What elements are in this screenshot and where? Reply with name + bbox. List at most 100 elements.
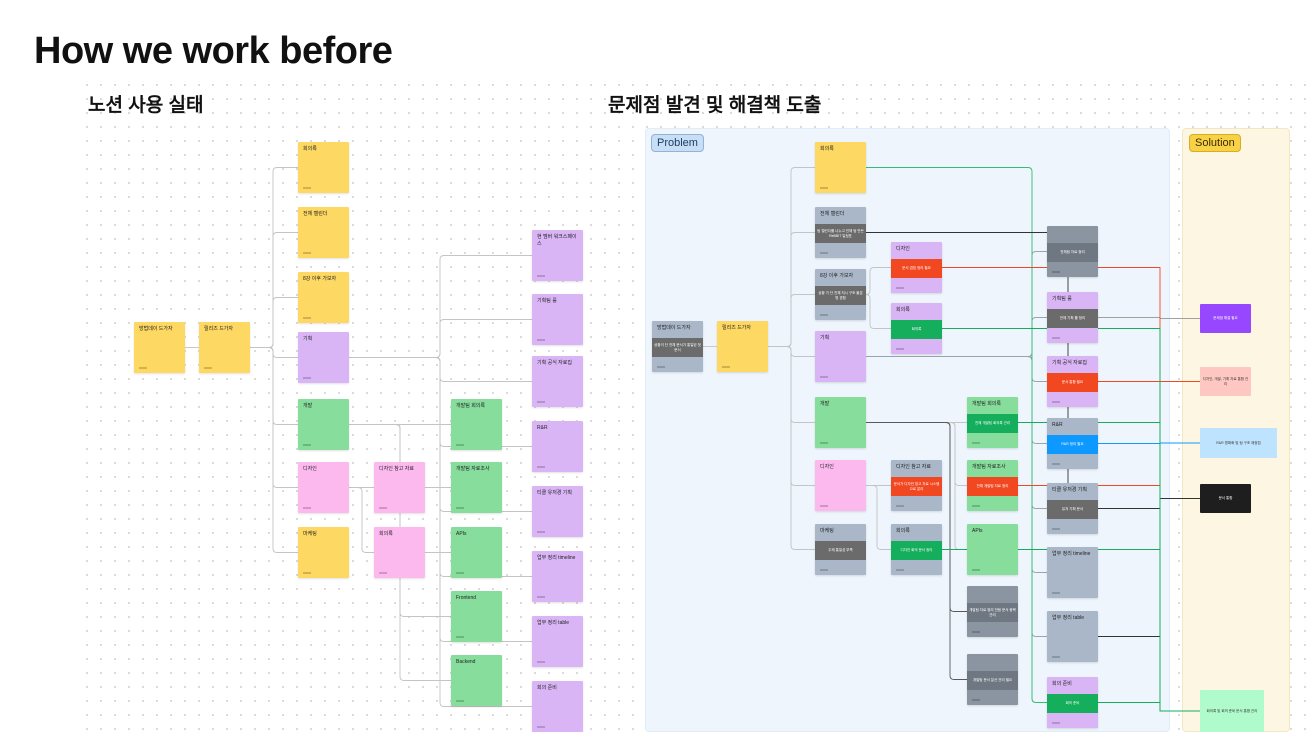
sticky-note-l-apis[interactable]: APIs [451, 527, 502, 578]
sticky-note-r-rel[interactable]: 릴리즈 드가자 [717, 321, 768, 372]
sticky-note-r-meet[interactable]: 회의록 [815, 142, 866, 193]
sticky-note-author [1052, 463, 1060, 465]
sticky-note-label: 개발 [303, 403, 313, 409]
sticky-note-l-meet[interactable]: 회의록 [298, 142, 349, 193]
sticky-note-comment: 팀 캘린더를 나누고 전체 팀 만든 ReBBIT 일정표 [815, 224, 866, 243]
sticky-note-author [303, 444, 311, 446]
sticky-note-l-prep[interactable]: 회의 준비 [532, 681, 583, 732]
sticky-note-author [972, 631, 980, 633]
sticky-note-author [456, 572, 464, 574]
sticky-note-label: 회의 준비 [1052, 681, 1072, 687]
sticky-note-label: 방법데이 드가자 [657, 325, 691, 331]
sticky-note-l-pdoc[interactable]: 기획 공식 자료집 [532, 356, 583, 407]
sticky-note-l-mkt[interactable]: 마케팅 [298, 527, 349, 578]
sticky-note-author [820, 314, 828, 316]
sticky-note-label: 업무 정리 table [537, 620, 570, 626]
sticky-note-label: 티클 유저경 기획 [1052, 487, 1087, 493]
sticky-note-author [537, 661, 545, 663]
sticky-note-author [722, 366, 730, 368]
sticky-note-comment: R&R 정리 필요 [1047, 435, 1098, 454]
sticky-note-label: 릴리즈 드가자 [204, 326, 233, 332]
sticky-note-l-devmeet[interactable]: 개발팀 회의록 [451, 399, 502, 450]
sticky-note-r-design[interactable]: 디자인 [815, 460, 866, 511]
connector-line [250, 347, 298, 425]
sticky-note-label: 전체 캘린더 [303, 211, 328, 217]
connector-line [768, 167, 815, 347]
sticky-note-author [1052, 337, 1060, 339]
solution-note-s4[interactable]: 문서 통합 [1200, 484, 1251, 513]
sticky-note-label: 8강 이후 가보자 [820, 273, 854, 279]
sticky-note-l-fe[interactable]: Frontend [451, 591, 502, 642]
sticky-note-r-plan[interactable]: 기획 [815, 331, 866, 382]
sticky-note-l-tb[interactable]: 업무 정리 table [532, 616, 583, 667]
solution-note-s2[interactable]: 디자인, 개발, 기획 자료 통합 관리 [1200, 367, 1251, 396]
solution-connector-line [1098, 442, 1200, 444]
sticky-note-r-d5[interactable]: 전체팀 자료 정리 [1047, 226, 1098, 277]
sticky-note-l-cal[interactable]: 전체 캘린더 [298, 207, 349, 258]
sticky-note-r-tl[interactable]: 업무 정리 timeline [1047, 547, 1098, 598]
sticky-note-l-dmeet[interactable]: 회의록 [374, 527, 425, 578]
sticky-note-r-tb[interactable]: 업무 정리 table [1047, 611, 1098, 662]
sticky-note-l-tl[interactable]: 업무 정리 timeline [532, 551, 583, 602]
sticky-note-author [537, 531, 545, 533]
sticky-note-author [820, 442, 828, 444]
sticky-note-author [1052, 401, 1060, 403]
sticky-note-l-design[interactable]: 디자인 [298, 462, 349, 513]
sticky-note-l-rnr[interactable]: R&R [532, 421, 583, 472]
sticky-note-author [303, 252, 311, 254]
solution-connector-line [1018, 381, 1200, 486]
sticky-note-l-plan[interactable]: 기획 [298, 332, 349, 383]
sticky-note-r-apis[interactable]: APIs [967, 524, 1018, 575]
sticky-note-author [1052, 592, 1060, 594]
sticky-note-comment: 주제 통일성 부족 [815, 541, 866, 560]
sticky-note-r-d4[interactable]: 개발팀 문서 분산 관리 필요 [967, 654, 1018, 705]
sticky-note-comment: 전체 개발팀 회의록 관리 [967, 414, 1018, 433]
right-section-title: 문제점 발견 및 해결책 도출 [608, 95, 822, 116]
connector-line [866, 485, 891, 550]
sticky-note-author [303, 377, 311, 379]
sticky-note-l-dev[interactable]: 개발 [298, 399, 349, 450]
sticky-note-comment: 회의록 [891, 320, 942, 339]
sticky-note-l-be[interactable]: Backend [451, 655, 502, 706]
solution-note-s3[interactable]: R&R 명확화 및 팀 구조 재정립 [1200, 428, 1277, 458]
sticky-note-l-devres[interactable]: 개발팀 자료조사 [451, 462, 502, 513]
sticky-note-author [456, 507, 464, 509]
connector-line [349, 319, 532, 358]
sticky-note-author [379, 572, 387, 574]
sticky-note-author [972, 699, 980, 701]
sticky-note-r-d3[interactable]: 개발팀 자료 정리 안됨 문서 중복 관리 [967, 586, 1018, 637]
solution-note-s1[interactable]: 문제점 해결 필요 [1200, 304, 1251, 333]
solution-note-s5[interactable]: 회의록 및 회의 준비 문서 통합 관리 [1200, 690, 1264, 732]
connector-line [250, 347, 298, 553]
sticky-note-label: 디자인 참고 자료 [896, 464, 931, 470]
sticky-note-l-pr[interactable]: 기획팀 룰 [532, 294, 583, 345]
sticky-note-r-dev[interactable]: 개발 [815, 397, 866, 448]
sticky-note-l-ux[interactable]: 티클 유저경 기획 [532, 486, 583, 537]
sticky-note-author [303, 507, 311, 509]
sticky-note-author [820, 569, 828, 571]
solution-connector-line [1098, 498, 1200, 509]
solution-connector-line [1098, 702, 1200, 712]
connector-line [768, 346, 815, 357]
sticky-note-l-after[interactable]: 8강 이후 가보자 [298, 272, 349, 323]
sticky-note-l-dref[interactable]: 디자인 참고 자료 [374, 462, 425, 513]
sticky-note-l-biz[interactable]: 방법데이 드가자 [134, 322, 185, 373]
sticky-note-l-ws[interactable]: 현 멤버 워크스페이스 [532, 230, 583, 281]
sticky-note-comment: 상황 가 단 전체 지시 구조 불분명 경험 [815, 286, 866, 305]
sticky-note-l-rel[interactable]: 릴리즈 드가자 [199, 322, 250, 373]
